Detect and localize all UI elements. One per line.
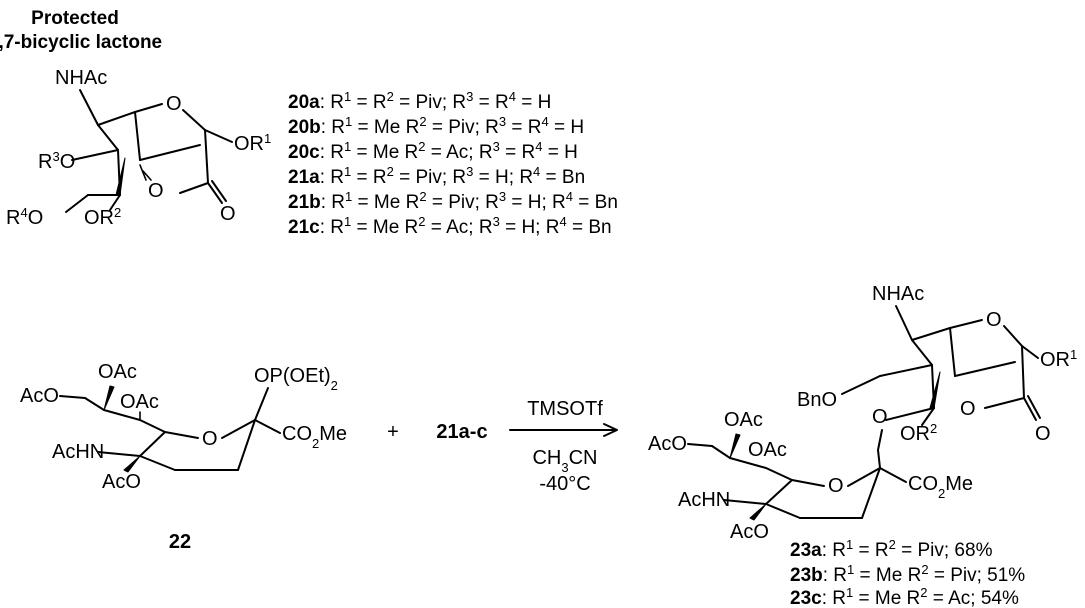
structure-23: NHAc O OR1 BnO AcO OAc OAc OR2 O O O O C…: [648, 283, 1077, 543]
label-lactone-o: O: [960, 398, 976, 420]
label-22: 22: [169, 531, 191, 553]
compound-23b: 23b: R1 = Me R2 = Piv; 51%: [790, 562, 1025, 587]
label-achn: AcHN: [52, 441, 104, 463]
label-or1: OR1: [234, 131, 271, 156]
label-r4o: R4O: [6, 205, 43, 230]
label-ring-o: O: [828, 475, 844, 497]
arrow-head: [603, 423, 618, 437]
compound-21a: 21a: R1 = R2 = Piv; R3 = H; R4 = Bn: [288, 164, 585, 189]
label-aco-bot: AcO: [730, 521, 769, 543]
label-aco-top: AcO: [648, 433, 687, 455]
label-oac2: OAc: [120, 391, 159, 413]
plus-sign: +: [387, 421, 399, 443]
compound-23c: 23c: R1 = Me R2 = Ac; 54%: [790, 585, 1019, 608]
label-aco-top: AcO: [20, 385, 59, 407]
label-op: OP(OEt)2: [254, 365, 338, 393]
label-or2: OR2: [84, 205, 121, 230]
label-or2: OR2: [900, 421, 937, 446]
compound-list-20-21: 20a: R1 = R2 = Piv; R3 = R4 = H 20b: R1 …: [288, 89, 618, 239]
compound-21b: 21b: R1 = Me R2 = Piv; R3 = H; R4 = Bn: [288, 189, 618, 214]
label-aco-bot: AcO: [102, 471, 141, 493]
reactant-21a-c: 21a-c: [436, 421, 487, 443]
compound-20c: 20c: R1 = Me R2 = Ac; R3 = R4 = H: [288, 139, 578, 164]
temperature: -40°C: [539, 473, 590, 495]
label-nhac: NHAc: [872, 283, 924, 305]
label-achn: AcHN: [678, 489, 730, 511]
structure-22: AcO OAc OAc O OP(OEt)2 CO2Me AcHN AcO 22: [20, 361, 347, 553]
solvent: CH3CN: [532, 447, 597, 475]
compound-21c: 21c: R1 = Me R2 = Ac; R3 = H; R4 = Bn: [288, 214, 612, 239]
structure-bicyclic-lactone: NHAc O OR1 R3O R4O OR2 O O: [6, 67, 271, 229]
label-carbonyl-o: O: [1035, 423, 1051, 445]
label-ring-o: O: [166, 93, 182, 115]
reagent: TMSOTf: [527, 398, 603, 420]
label-carbonyl-o: O: [220, 203, 236, 225]
compound-list-23: 23a: R1 = R2 = Piv; 68% 23b: R1 = Me R2 …: [790, 537, 1025, 608]
title-line2: 1,7-bicyclic lactone: [0, 32, 162, 53]
title-line1: Protected: [31, 8, 119, 29]
label-link-o: O: [872, 406, 888, 428]
label-lactone-o: O: [148, 180, 164, 202]
label-co2me: CO2Me: [908, 473, 973, 501]
compound-23a: 23a: R1 = R2 = Piv; 68%: [790, 537, 993, 562]
reaction-conditions: + 21a-c TMSOTf CH3CN -40°C: [387, 398, 618, 495]
label-r3o: R3O: [38, 149, 75, 174]
label-ring-o-top: O: [986, 309, 1002, 331]
label-co2me: CO2Me: [282, 423, 347, 451]
label-nhac: NHAc: [55, 67, 107, 89]
label-oac1: OAc: [724, 409, 763, 431]
compound-20b: 20b: R1 = Me R2 = Piv; R3 = R4 = H: [288, 114, 584, 139]
label-bno: BnO: [797, 389, 837, 411]
label-ring-o: O: [202, 428, 218, 450]
label-oac1: OAc: [98, 361, 137, 383]
label-or1: OR1: [1040, 347, 1077, 372]
compound-20a: 20a: R1 = R2 = Piv; R3 = R4 = H: [288, 89, 551, 114]
label-oac2: OAc: [748, 439, 787, 461]
